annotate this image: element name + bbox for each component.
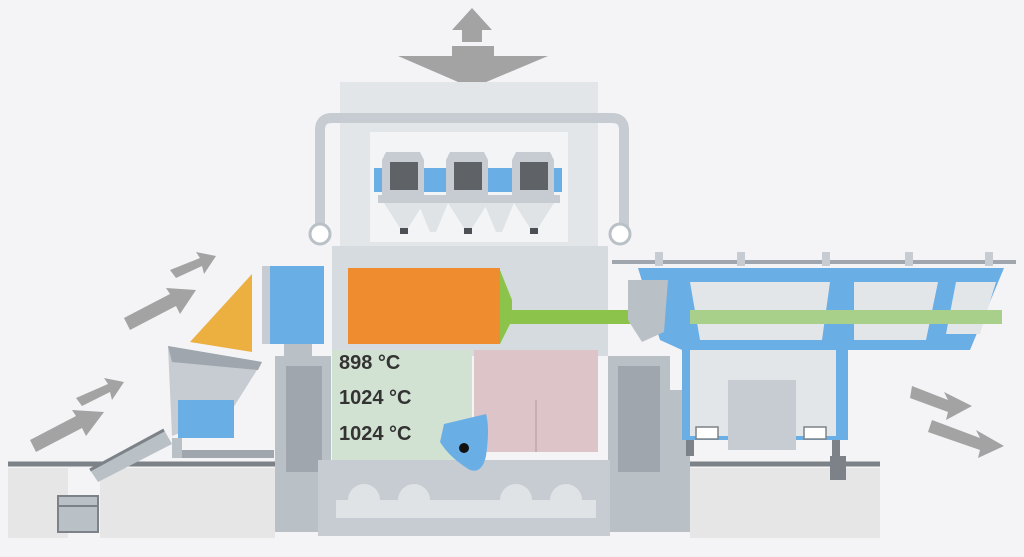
motor [686,426,846,480]
boiler-drum [348,268,500,344]
feed-hopper [168,266,324,458]
temperature-readout-1: 898 °C [339,352,401,374]
grate-bays [336,484,596,518]
duct-valve-right [608,222,632,246]
green-connector [500,270,512,344]
filter-unit [374,152,562,234]
airflow-arrow [30,252,1004,458]
temperature-readout-3: 1024 °C [339,423,412,445]
temperature-readout-2: 1024 °C [339,387,412,409]
green-pipe [510,310,634,324]
exhaust-up-arrow [398,8,548,88]
duct-valve-left [308,222,332,246]
cooling-fan [440,414,488,471]
conveyor-gantry [612,252,1016,450]
feed-conveyor [57,428,172,533]
flue-duct [315,113,629,232]
